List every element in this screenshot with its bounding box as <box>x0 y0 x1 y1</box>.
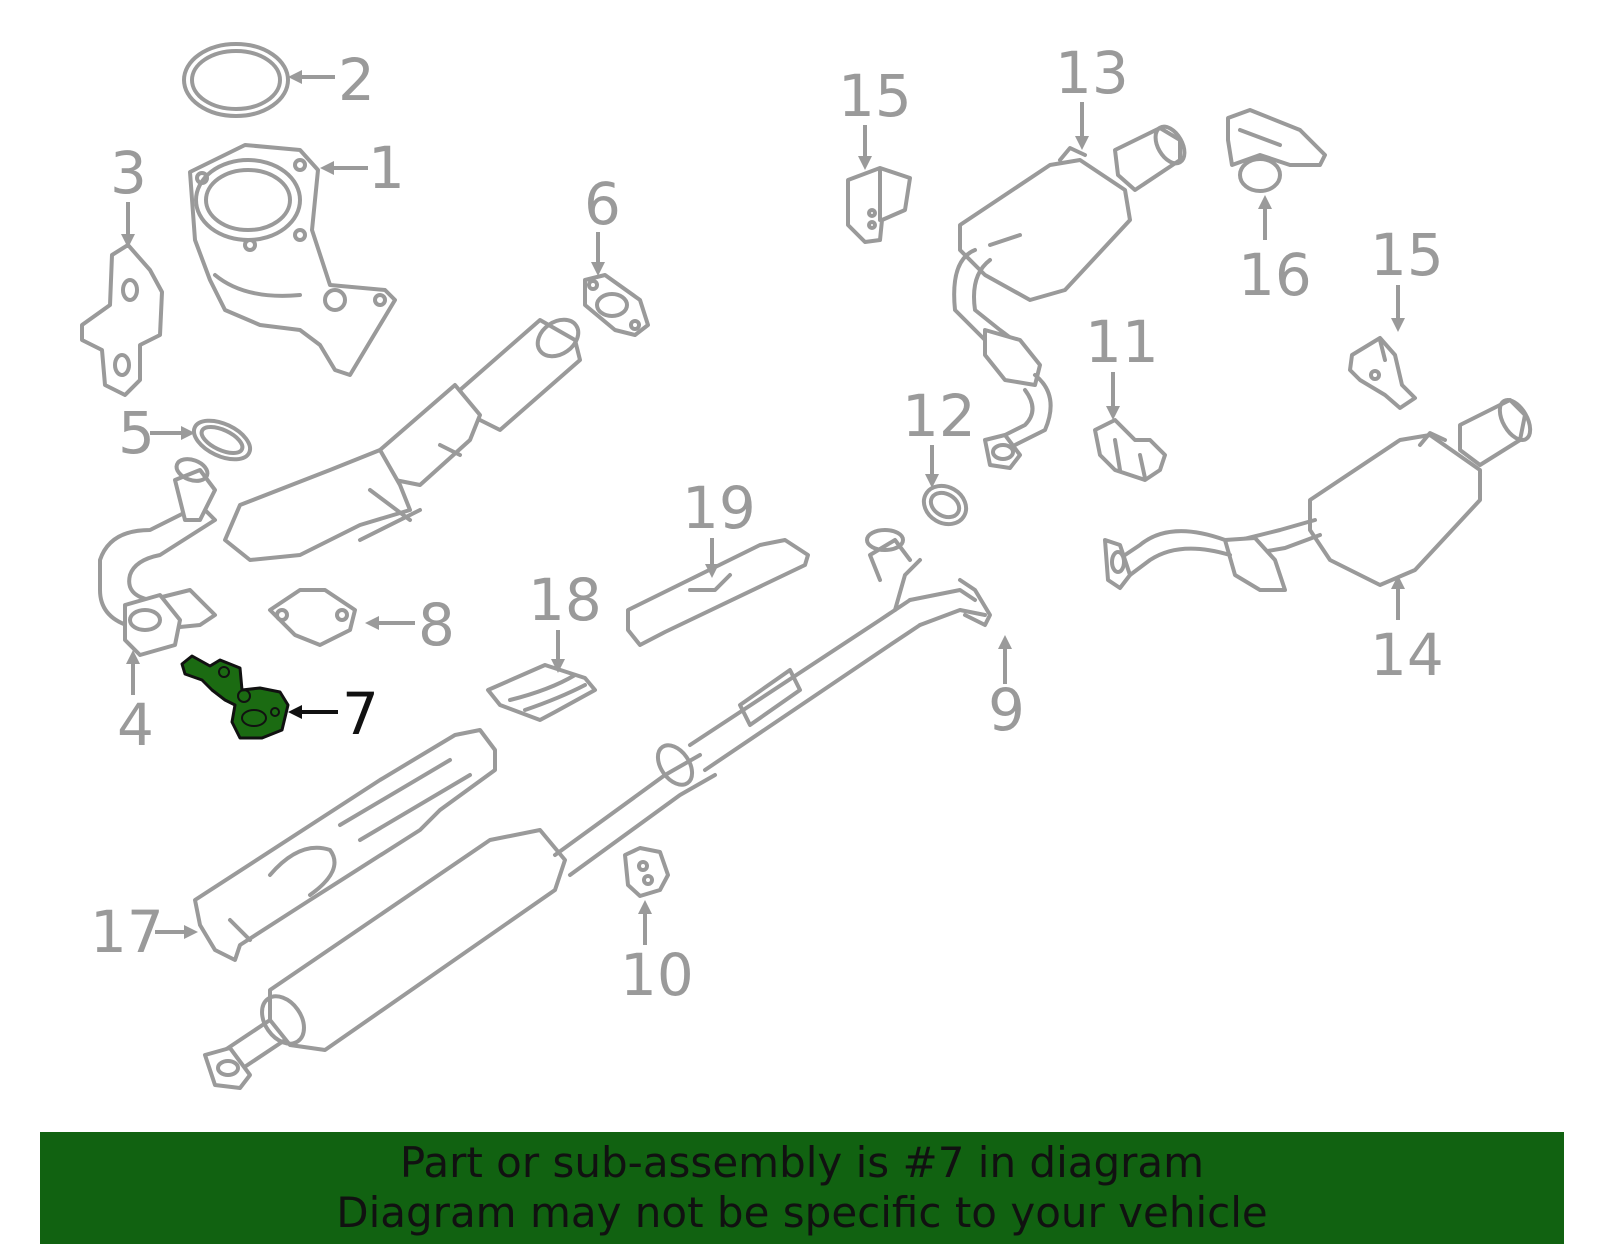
exhaust-system-diagram: 2 1 3 5 6 4 8 7 9 10 11 12 13 14 15 16 1… <box>80 39 1533 1090</box>
part-8-insulator <box>268 588 357 647</box>
callout-15-left: 15 <box>838 62 912 130</box>
callout-10: 10 <box>620 941 694 1009</box>
callout-1: 1 <box>368 134 405 202</box>
callout-12: 12 <box>902 382 976 450</box>
part-5-gasket <box>191 418 253 462</box>
callout-11: 11 <box>1085 308 1159 376</box>
callout-8: 8 <box>418 591 455 659</box>
callout-15-right: 15 <box>1370 221 1444 289</box>
part-17-heat-insulator <box>193 728 497 962</box>
part-11-hanger <box>1093 418 1167 482</box>
callout-arrows <box>121 70 1405 945</box>
part-2-gasket-ring <box>182 42 290 118</box>
callout-6: 6 <box>584 170 621 238</box>
callout-18: 18 <box>528 566 602 634</box>
part-15-hanger-bracket-right <box>1348 336 1417 410</box>
part-6-flange-gasket <box>583 273 650 337</box>
callout-7: 7 <box>342 680 379 748</box>
part-7-highlighted-bracket <box>180 654 290 740</box>
callout-5: 5 <box>118 399 155 467</box>
part-18-heat-shield <box>486 663 597 722</box>
callout-16: 16 <box>1238 241 1312 309</box>
part-12-gasket <box>921 483 969 527</box>
banner-line-disclaimer: Diagram may not be specific to your vehi… <box>336 1188 1268 1237</box>
center-pipe-assembly <box>203 528 992 1090</box>
callout-17: 17 <box>90 898 164 966</box>
callout-3: 3 <box>110 139 147 207</box>
part-13-rear-muffler <box>952 124 1187 470</box>
callout-4: 4 <box>117 691 154 759</box>
part-3-bracket <box>80 243 164 397</box>
callout-13: 13 <box>1055 39 1129 107</box>
part-10-rubber-mount <box>623 846 670 898</box>
callout-2: 2 <box>338 46 375 114</box>
callout-19: 19 <box>682 474 756 542</box>
part-15-hanger-bracket-left <box>846 166 912 244</box>
part-16-finisher <box>1226 108 1327 193</box>
part-14-rear-muffler <box>1103 398 1533 592</box>
callout-14: 14 <box>1370 621 1444 689</box>
callout-9: 9 <box>988 676 1025 744</box>
callout-labels: 2 1 3 5 6 4 8 7 9 10 11 12 13 14 15 16 1… <box>90 39 1444 1009</box>
part-1-catalytic-converter <box>188 143 397 377</box>
banner-line-part: Part or sub-assembly is #7 in diagram <box>399 1138 1205 1187</box>
part-19-heat-shield <box>626 538 810 647</box>
info-banner: Part or sub-assembly is #7 in diagram Di… <box>40 1132 1564 1244</box>
part-4-front-pipe-assembly <box>98 317 582 657</box>
